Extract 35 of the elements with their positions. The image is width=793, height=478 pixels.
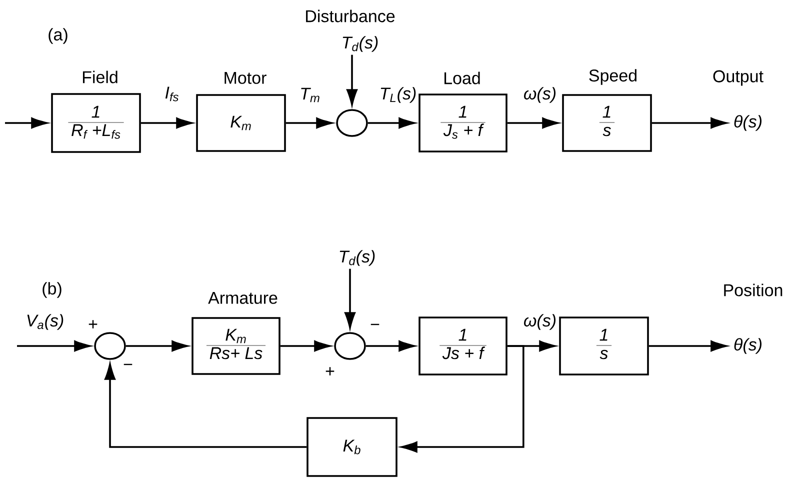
edge-label: I$_{fs}$ (165, 86, 178, 102)
transfer-function-box: K$_{m}$ (196, 94, 286, 152)
sign-label: + (88, 320, 98, 328)
summing-junction (336, 109, 368, 137)
transfer-function-box: 1 s (559, 316, 649, 376)
edge-label: V$_{a}$(s) (27, 314, 64, 330)
edge-label: T$_{L}$(s) (380, 87, 416, 103)
block-title: Field (82, 70, 118, 84)
transfer-function-box: 1 J$_{s}$ + f (418, 94, 508, 152)
summing-junction (94, 332, 126, 360)
block-title: Speed (589, 69, 636, 85)
sign-label: + (326, 367, 334, 376)
transfer-function-box: K$_{b}$ (306, 417, 398, 477)
signal-label: θ(s) (734, 115, 762, 131)
block-title: Armature (208, 292, 278, 304)
block-title: Output (713, 70, 764, 86)
sign-label: − (370, 324, 380, 326)
summing-junction (334, 332, 366, 360)
block-title: Disturbance (306, 10, 395, 22)
edge-label: ω(s) (524, 314, 556, 330)
panel-label: (a) (48, 28, 68, 44)
transfer-function-box: K$_{m}$ Rs+ Ls (192, 317, 280, 375)
transfer-function-box: 1 Js + f (418, 316, 508, 376)
block-title: Load (444, 72, 480, 84)
block-title: Position (724, 284, 782, 296)
panel-label: (b) (42, 282, 62, 298)
signal-label: T$_{d}$(s) (342, 36, 378, 52)
edge-label: T$_{m}$ (301, 88, 320, 102)
block-title: Motor (224, 72, 266, 84)
transfer-function-box: 1 s (562, 94, 652, 152)
transfer-function-box: 1 R$_{f}$ +L$_{fs}$ (51, 93, 141, 153)
edge-label: ω(s) (524, 87, 556, 103)
signal-label: T$_{d}$(s) (340, 250, 375, 266)
sign-label: − (124, 364, 132, 366)
signal-label: θ(s) (734, 338, 762, 354)
